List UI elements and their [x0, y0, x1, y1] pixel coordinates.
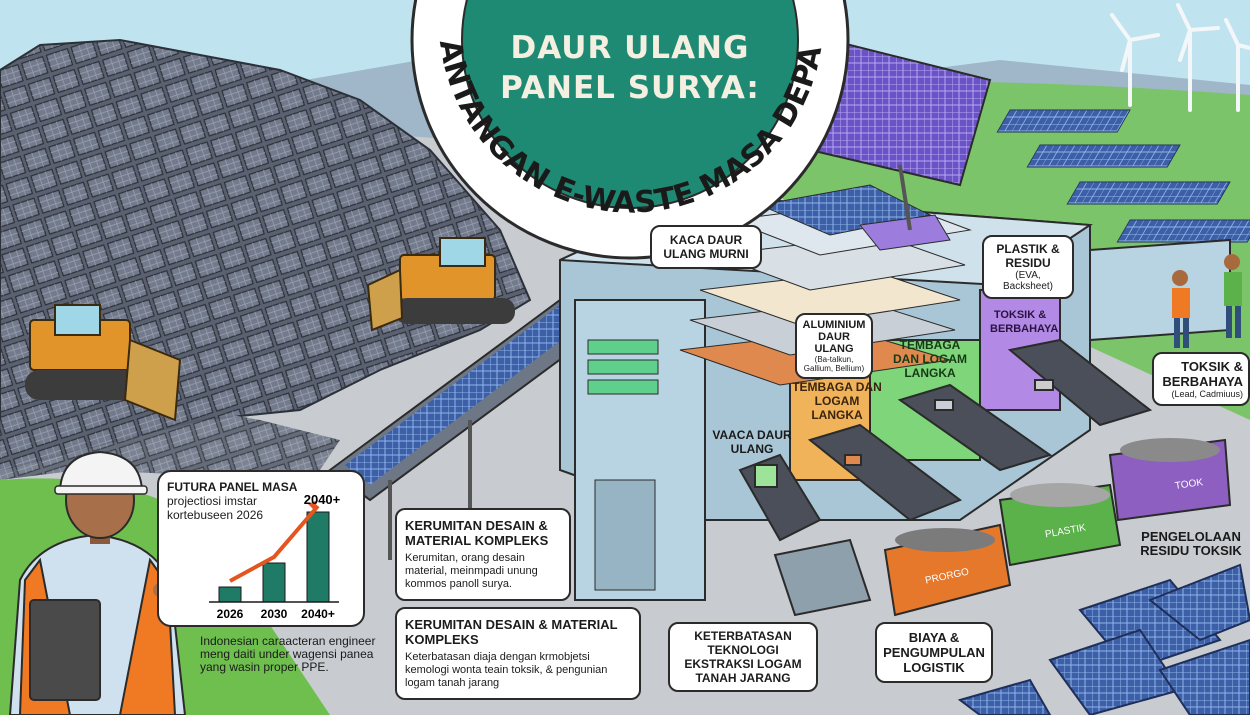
output-conveyors — [738, 338, 1153, 542]
glass-chute-label: VAACA DAUR ULANG — [712, 428, 792, 456]
plastic-label-title: PLASTIK & RESIDU — [996, 242, 1060, 270]
solar-panel-icon — [808, 38, 992, 231]
worker-icon — [1172, 254, 1242, 348]
chart-tick-label: 2040+ — [301, 607, 335, 621]
title-line-1: DAUR ULANG — [510, 30, 750, 66]
engineer-note: Indonesian caraacteran engineer meng dai… — [200, 634, 376, 674]
tech-callout-text: KETERBATASAN TEKNOLOGI EKSTRAKSI LOGAM T… — [684, 629, 802, 685]
chart-arrow-head — [308, 500, 318, 510]
toxic-callout-sub: (Lead, Cadmiuus) — [1171, 389, 1243, 399]
chart-trend-arrow — [229, 504, 320, 583]
toxic-callout: TOKSIK & BERBAHAYA (Lead, Cadmiuus) — [1152, 352, 1250, 406]
bubble-line-3: kortebuseen 2026 — [167, 508, 264, 522]
chart-bar-2026 — [218, 586, 242, 603]
design-callout-2-title: KERUMITAN DESAIN & MATERIAL KOMPLEKS — [405, 617, 618, 647]
toxic-chute-label: TOKSIK & BERBAHAYA — [990, 309, 1059, 335]
solar-farm-rows — [996, 109, 1250, 243]
purple-bin — [1108, 438, 1232, 522]
aluminium-label-title: ALUMINIUM DAUR ULANG — [802, 319, 866, 355]
aluminium-label-sub: (Ba-talkun, Gallium, Bellium) — [803, 355, 865, 373]
tech-callout: KETERBATASAN TEKNOLOGI EKSTRAKSI LOGAM T… — [668, 622, 818, 692]
solar-panels-bottom-right — [957, 563, 1250, 715]
glass-label: KACA DAUR ULANG MURNI — [650, 225, 762, 269]
title-badge — [410, 0, 850, 260]
bubble-line-2: projectiosi imstar — [167, 494, 258, 508]
copper-chute-label: TEMBAGA DAN LOGAM LANGKA — [792, 380, 882, 422]
design-callout-2: KERUMITAN DESAIN & MATERIAL KOMPLEKS Ket… — [395, 607, 641, 700]
bulldozer-icon — [25, 304, 182, 422]
design-callout-1-body: Kerumitan, orang desain material, meinmp… — [405, 552, 538, 590]
orange-bin — [883, 523, 1012, 617]
bubble-line-1: FUTURA PANEL MASA — [167, 480, 298, 494]
title-arc-svg: TANTANGAN E-WASTE MASA DEPAN — [0, 0, 829, 221]
green-bin — [998, 483, 1122, 567]
cost-callout: BIAYA & PENGUMPULAN LOGISTIK — [875, 622, 993, 683]
title-line-2: PANEL SURYA: — [500, 70, 760, 106]
plastic-label-sub: (EVA, Backsheet) — [1002, 270, 1054, 292]
copper-chute-label-2: TEMBAGA DAN LOGAM LANGKA — [893, 338, 967, 380]
glass-label-text: KACA DAUR ULANG MURNI — [663, 233, 749, 261]
engineer-icon — [8, 450, 222, 715]
bulldozer-icon-2 — [366, 237, 515, 332]
chart-annotation: 2040+ — [304, 492, 341, 507]
metal-cart — [773, 538, 872, 617]
plastic-label: PLASTIK & RESIDU (EVA, Backsheet) — [982, 235, 1074, 299]
toxic-callout-title: TOKSIK & BERBAHAYA — [1162, 359, 1243, 389]
wind-turbines-icon — [1110, 3, 1250, 112]
cost-callout-text: BIAYA & PENGUMPULAN LOGISTIK — [883, 630, 985, 675]
residue-label: PENGELOLAAN RESIDU TOKSIK — [1140, 529, 1242, 558]
design-callout-1-title: KERUMITAN DESAIN & MATERIAL KOMPLEKS — [405, 518, 549, 548]
chart-tick-label: 2026 — [217, 607, 244, 621]
title-arc-text: TANTANGAN E-WASTE MASA DEPAN — [0, 0, 829, 221]
chart-tick-label: 2030 — [261, 607, 288, 621]
aluminium-label: ALUMINIUM DAUR ULANG (Ba-talkun, Gallium… — [795, 313, 873, 379]
design-callout-1: KERUMITAN DESAIN & MATERIAL KOMPLEKS Ker… — [395, 508, 571, 601]
projection-chart: 2026 2030 2040+ 2040+ — [209, 492, 341, 621]
design-callout-2-body: Keterbatasan diaja dengan krmobjetsi kem… — [405, 651, 608, 689]
engineer-speech-bubble: FUTURA PANEL MASA projectiosi imstar kor… — [157, 470, 365, 627]
chart-bar-2040+ — [306, 511, 330, 603]
chart-bar-2030 — [262, 562, 286, 603]
